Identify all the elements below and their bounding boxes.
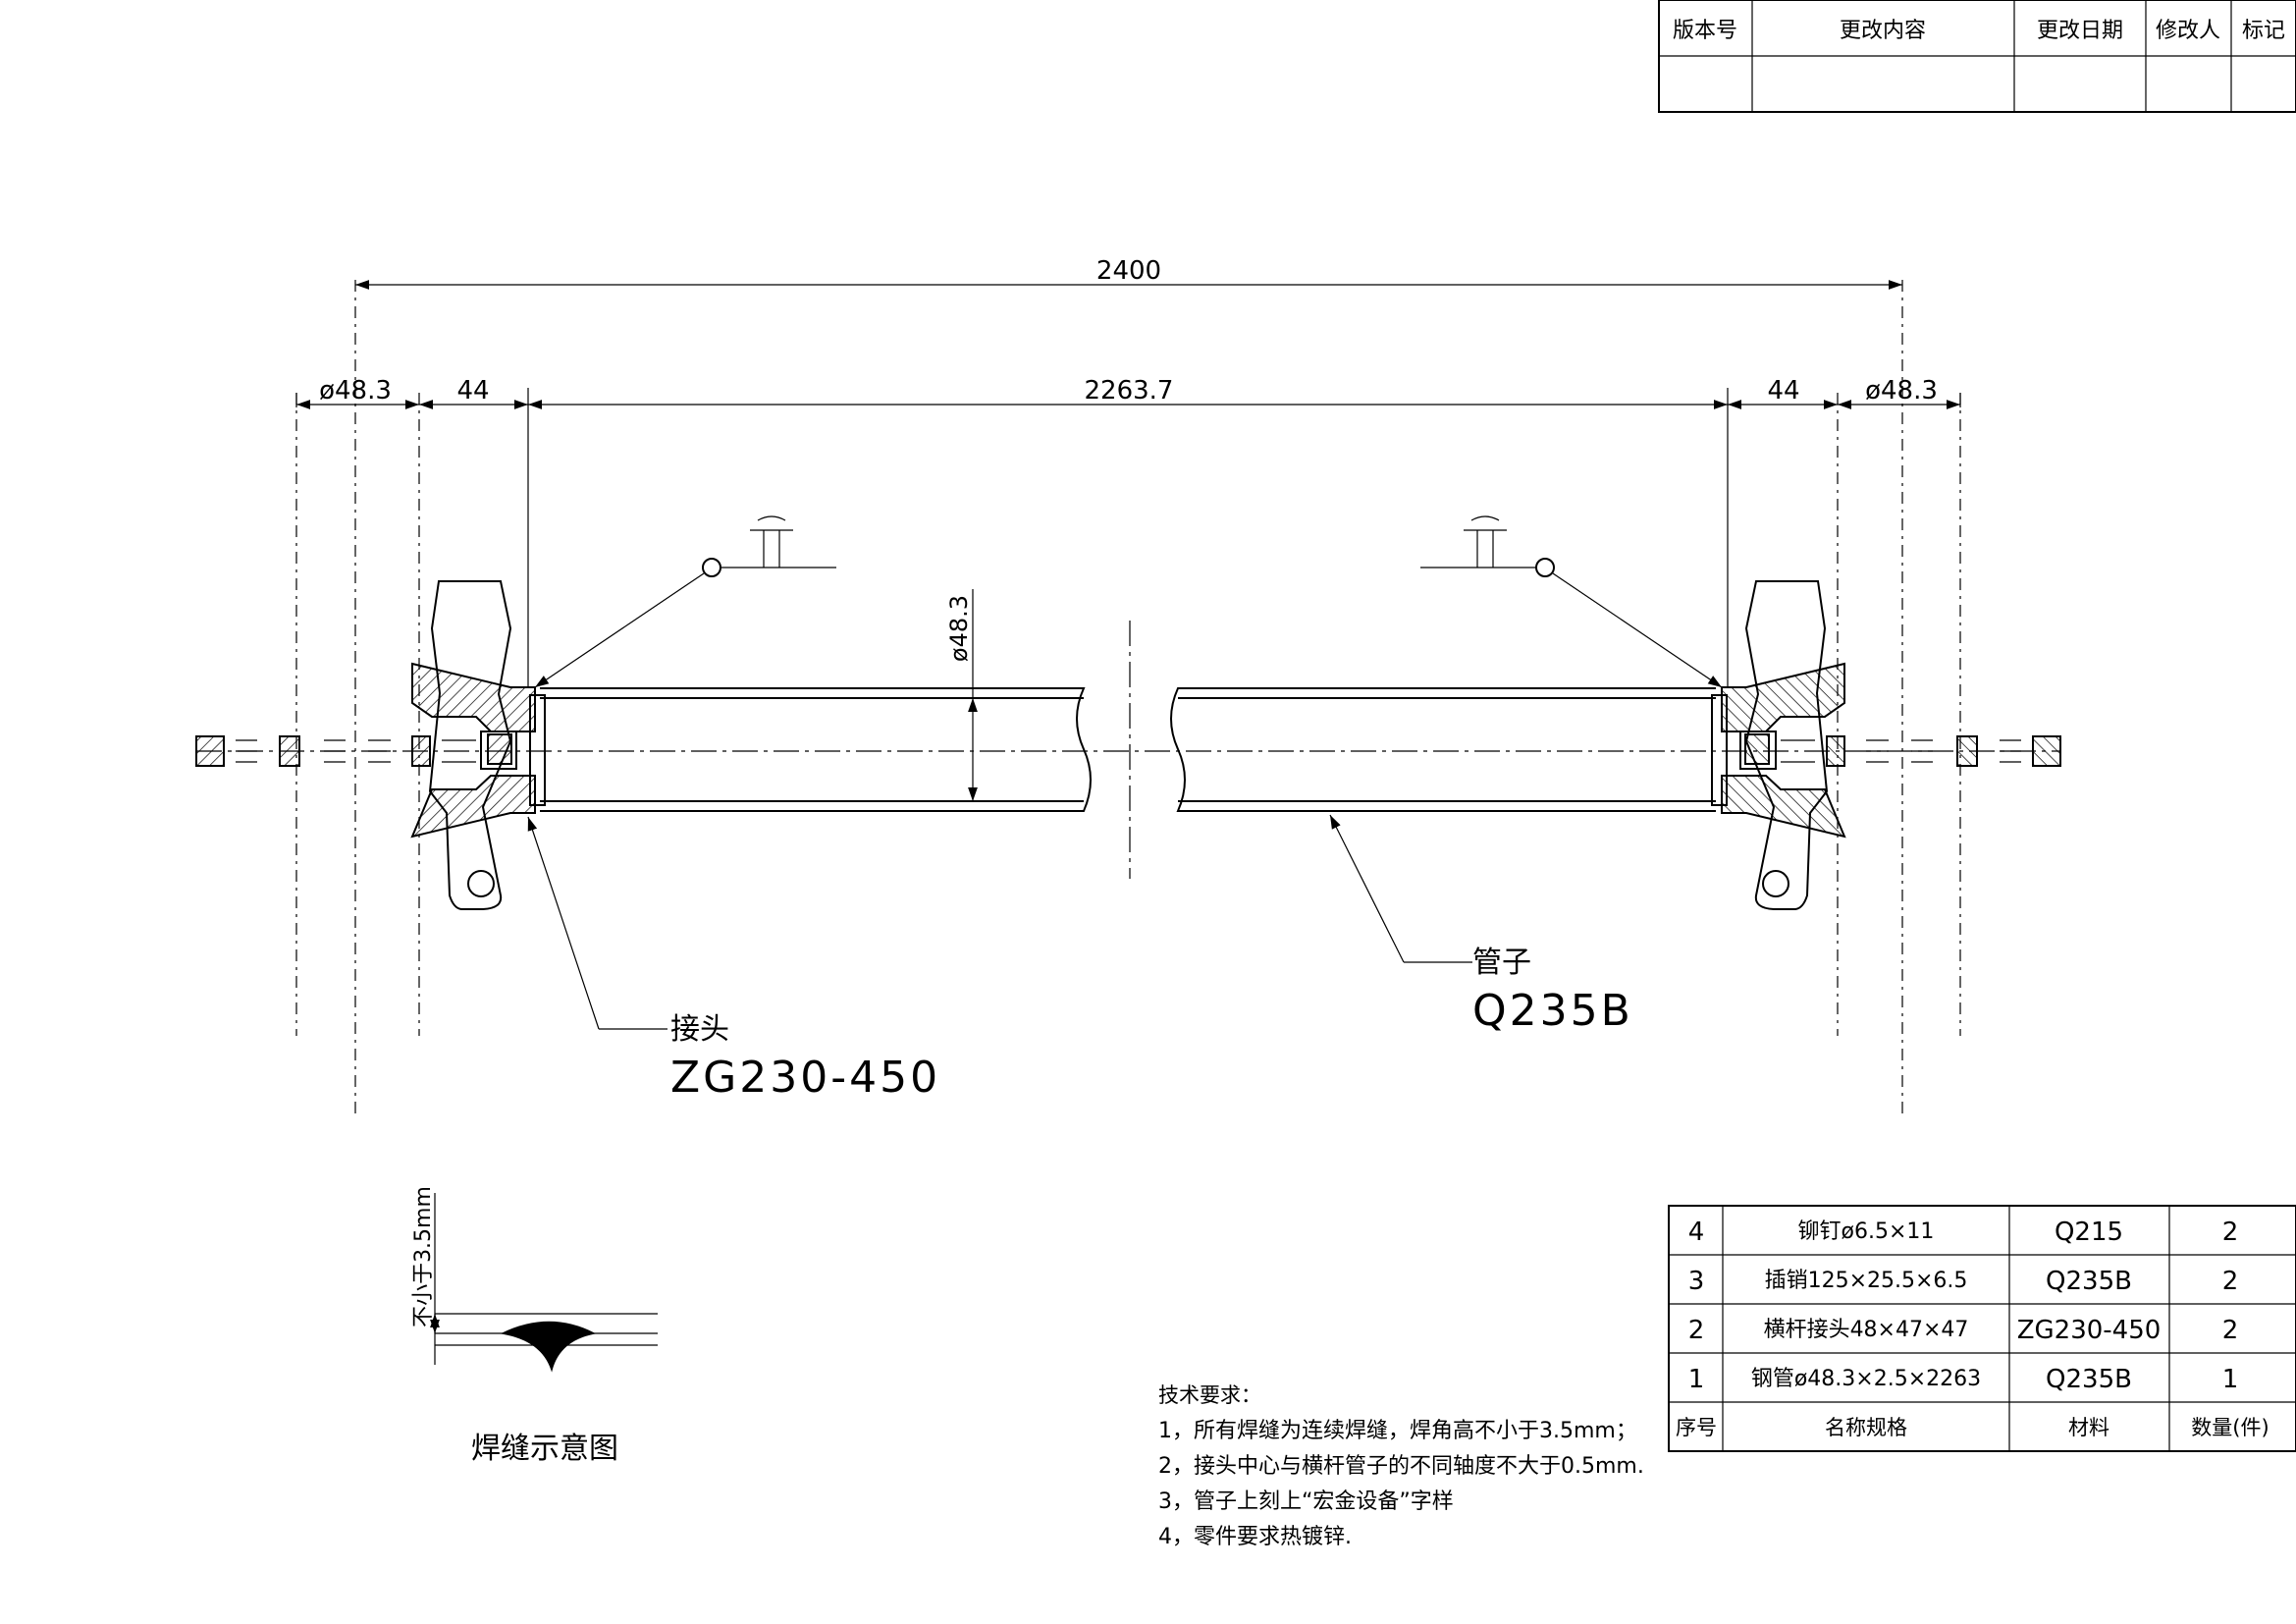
bom-row-3-no: 3: [1688, 1267, 1705, 1296]
rev-header-version: 版本号: [1673, 19, 1737, 43]
bom-row-1-spec: 钢管ø48.3×2.5×2263: [1751, 1367, 1981, 1391]
bom-row-2-material: ZG230-450: [2017, 1316, 2162, 1345]
tech-title: 技术要求：: [1158, 1383, 1261, 1407]
dim-left-offset: 44: [456, 376, 489, 406]
bom-header-material: 材料: [2068, 1416, 2109, 1439]
revision-table: 版本号 更改内容 更改日期 修改人 标记: [1658, 0, 2296, 113]
rev-header-content: 更改内容: [1840, 19, 1926, 43]
rev-header-mark: 标记: [2242, 19, 2285, 43]
bom-row-3-material: Q235B: [2046, 1267, 2132, 1296]
weld-caption: 焊缝示意图: [471, 1432, 618, 1466]
joint-material: ZG230-450: [670, 1053, 940, 1103]
tech-item-2: 2，接头中心与横杆管子的不同轴度不大于0.5mm.: [1158, 1454, 1644, 1479]
bom-table: 4 铆钉ø6.5×11 Q215 2 3 插销125×25.5×6.5 Q235…: [1668, 1205, 2296, 1452]
pipe-callout: 管子 Q235B: [1329, 814, 1633, 1036]
dim-right-offset: 44: [1767, 376, 1799, 406]
bom-row-4-spec: 铆钉ø6.5×11: [1798, 1219, 1935, 1244]
pipe-name: 管子: [1472, 946, 1531, 980]
right-connector: [1420, 515, 2061, 910]
joint-callout: 接头 ZG230-450: [527, 816, 940, 1103]
dim-left-dia: ø48.3: [319, 376, 392, 406]
pipe-material: Q235B: [1472, 986, 1633, 1036]
rev-header-modifier: 修改人: [2156, 19, 2220, 43]
bom-header-spec: 名称规格: [1825, 1416, 1907, 1439]
bom-row-3-qty: 2: [2222, 1267, 2239, 1296]
dimension-overall: 2400: [355, 256, 1902, 290]
bom-row-2-no: 2: [1688, 1316, 1705, 1345]
bom-row-2-qty: 2: [2222, 1316, 2239, 1345]
weld-height-label: 不小于3.5mm: [411, 1186, 436, 1327]
dim-overall-label: 2400: [1096, 256, 1161, 286]
tech-item-4: 4，零件要求热镀锌.: [1158, 1525, 1352, 1549]
bom-row-1-material: Q235B: [2046, 1365, 2132, 1394]
left-connector: [195, 515, 836, 910]
tech-requirements: 技术要求： 1，所有焊缝为连续焊缝，焊角高不小于3.5mm； 2，接头中心与横杆…: [1158, 1383, 1644, 1549]
dim-inner: 2263.7: [1085, 376, 1174, 406]
bom-row-2-spec: 横杆接头48×47×47: [1764, 1318, 1969, 1342]
dim-pipe-dia: ø48.3: [945, 595, 973, 662]
bom-row-4-qty: 2: [2222, 1218, 2239, 1247]
pipe: ø48.3: [540, 589, 1716, 812]
dim-right-dia: ø48.3: [1865, 376, 1938, 406]
joint-name: 接头: [670, 1012, 729, 1047]
dimension-row: ø48.3 44 2263.7 44 ø48.3: [296, 376, 1960, 409]
tech-item-1: 1，所有焊缝为连续焊缝，焊角高不小于3.5mm；: [1158, 1419, 1637, 1443]
extension-lines: [295, 280, 1961, 1114]
bom-row-3-spec: 插销125×25.5×6.5: [1765, 1269, 1968, 1293]
bom-row-4-no: 4: [1688, 1218, 1705, 1247]
bom-row-1-qty: 1: [2222, 1365, 2239, 1394]
weld-detail: 不小于3.5mm 焊缝示意图: [411, 1186, 658, 1466]
bom-header-qty: 数量(件): [2191, 1416, 2269, 1439]
bom-row-1-no: 1: [1688, 1365, 1705, 1394]
bom-header-no: 序号: [1676, 1416, 1717, 1439]
tech-item-3: 3，管子上刻上“宏金设备”字样: [1158, 1489, 1454, 1514]
rev-header-date: 更改日期: [2037, 19, 2123, 43]
bom-row-4-material: Q215: [2055, 1218, 2123, 1247]
